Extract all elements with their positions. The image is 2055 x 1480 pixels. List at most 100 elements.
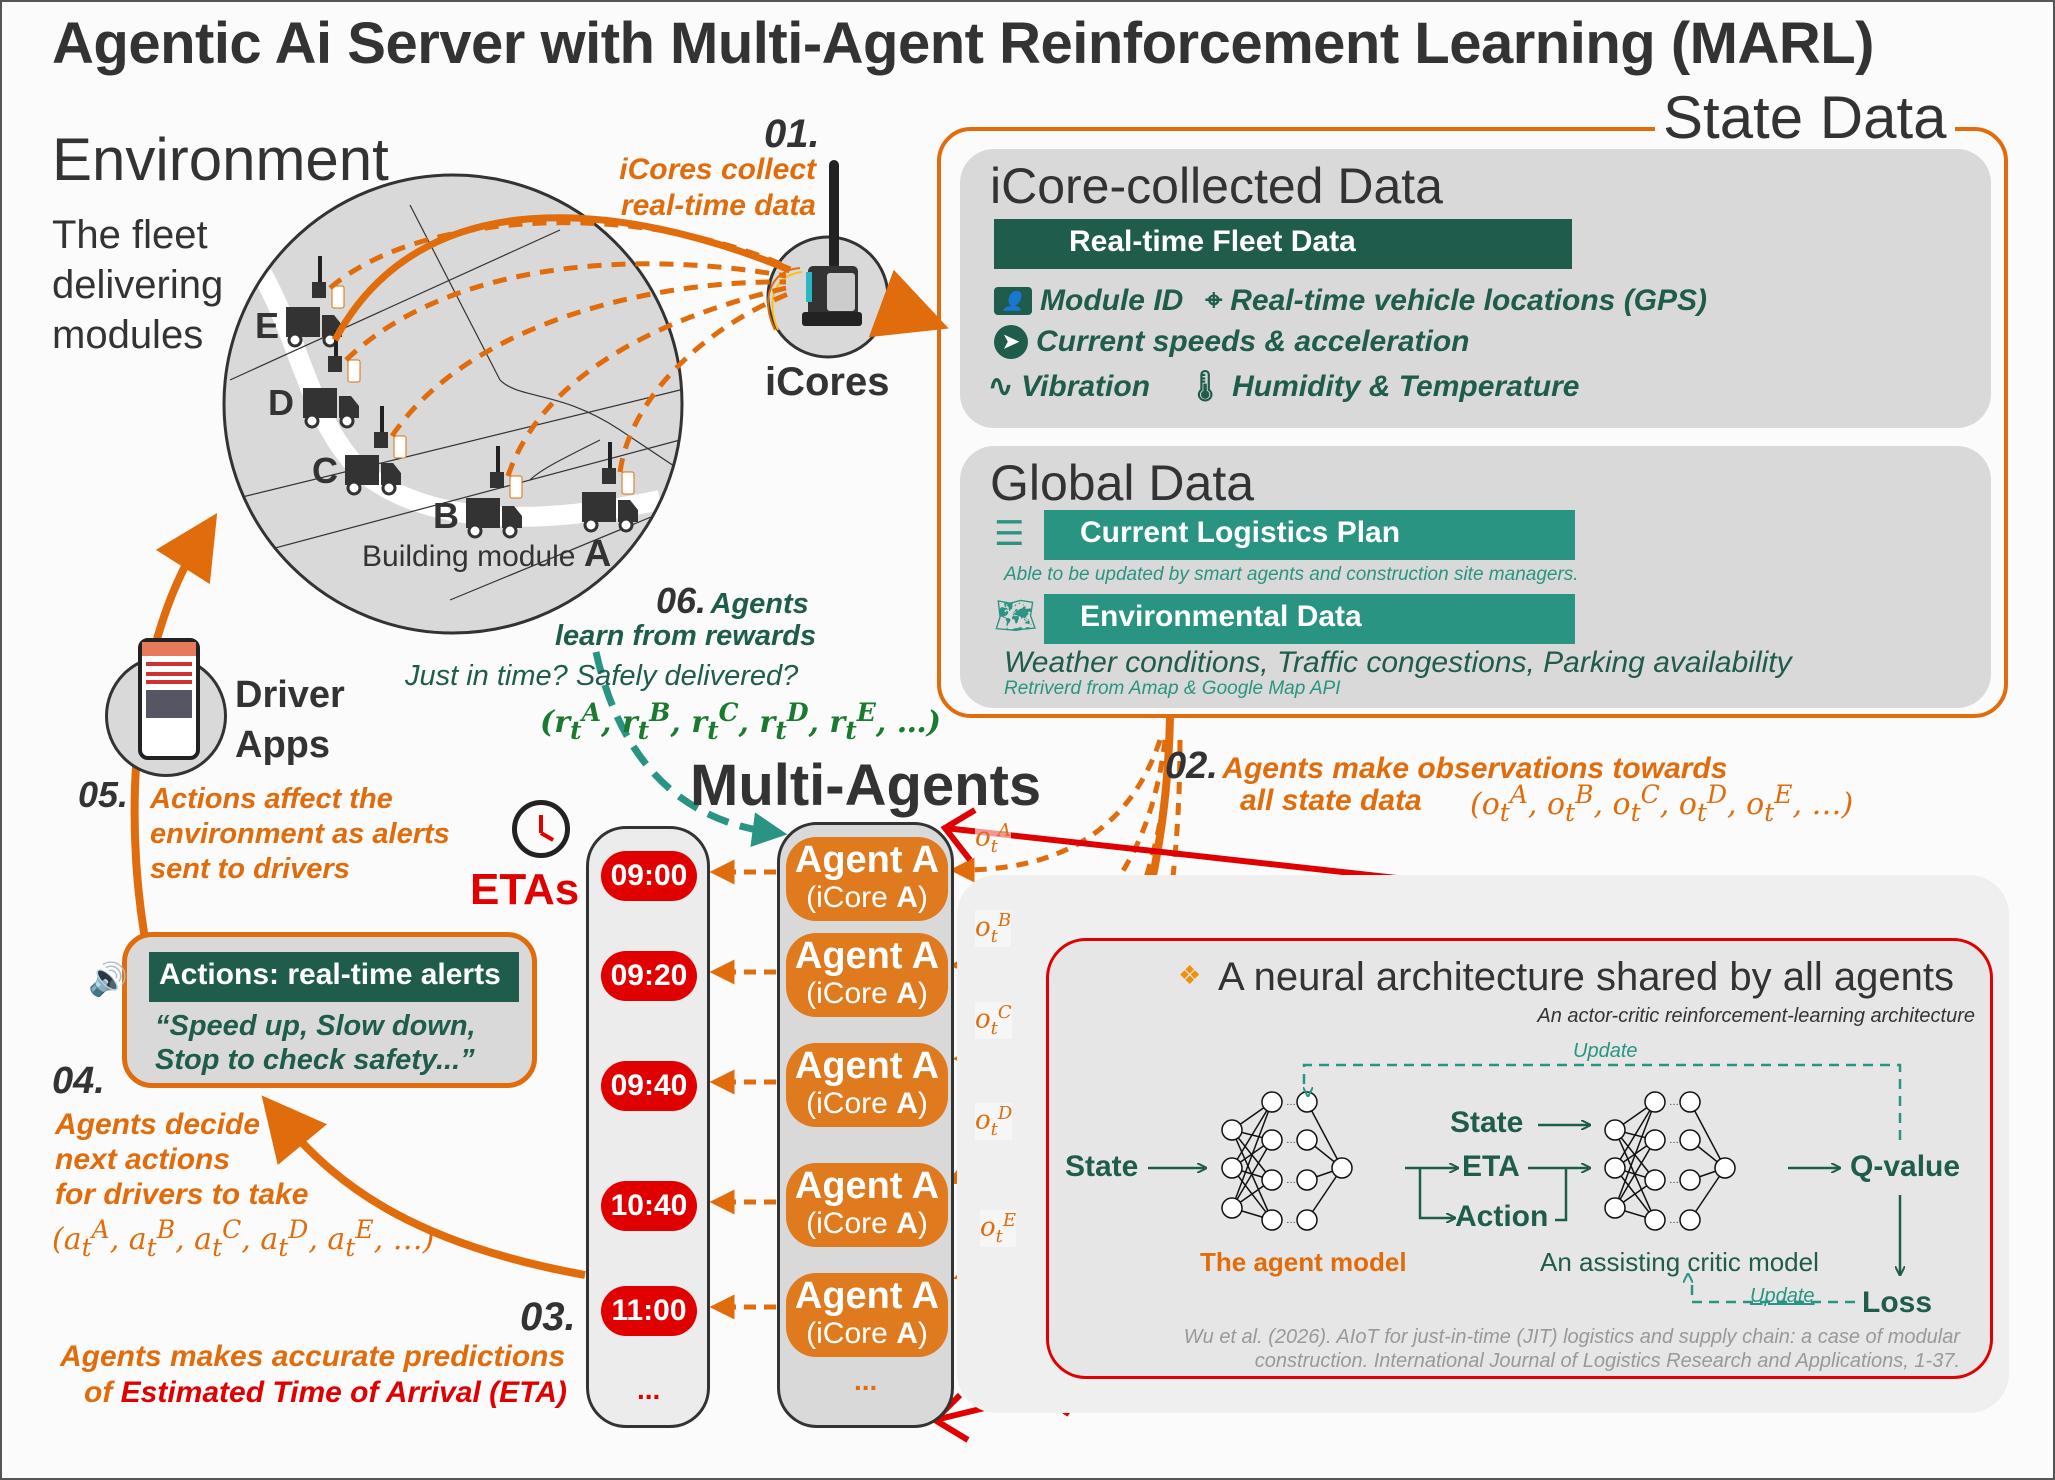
step-04-text: Agents decide next actions for drivers t… (55, 1107, 308, 1212)
nn-ellipsis: … (1669, 1097, 1679, 1108)
nn-edge (1231, 1101, 1273, 1169)
nn-ellipsis: … (1286, 1135, 1296, 1146)
update-agent-arrow (1302, 1063, 1902, 1140)
step-01-number: 01. (764, 112, 820, 156)
nn-ellipsis: … (1286, 1215, 1296, 1226)
observation-agent-id: A (997, 820, 1011, 841)
nn-node (1261, 1209, 1283, 1231)
environmental-data-text: Weather conditions, Traffic congestions,… (1004, 646, 1792, 679)
thermometer-icon: 🌡 (1186, 370, 1225, 403)
speedometer-icon: ➤ (994, 325, 1028, 359)
icores-to-state-arrow (868, 269, 949, 338)
actions-quote: “Speed up, Slow down, Stop to check safe… (155, 1009, 476, 1077)
agents-column: Agent A (iCore A) Agent A (iCore A) Agen… (777, 822, 954, 1428)
nn-node (1679, 1091, 1701, 1113)
global-data-box: Global Data ☰ Current Logistics Plan Abl… (960, 446, 1991, 708)
nn-node (1644, 1091, 1666, 1113)
actions-vector: (atA, atB, atC, atD, atE, …) (52, 1215, 435, 1262)
nn-node (1221, 1197, 1243, 1219)
state-data-label: State Data (1655, 88, 1955, 148)
nn-node (1296, 1169, 1318, 1191)
step-05-text: Actions affect the environment as alerts… (150, 782, 450, 887)
step-03-line-2: of Estimated Time of Arrival (ETA) (84, 1376, 567, 1410)
driver-apps-label: Driver Apps (235, 670, 345, 770)
icore-collected-data-box: iCore-collected Data Real-time Fleet Dat… (960, 149, 1991, 428)
observation-label: otB (975, 910, 1012, 947)
feature-vibration: ∿ Vibration 🌡 Humidity & Temperature (988, 369, 1579, 404)
location-pin-icon: ⌖ (1205, 284, 1223, 317)
brain-icon: ❖ (1178, 960, 1202, 990)
eta-links (709, 859, 776, 1320)
critic-model-label: An assisting critic model (1540, 1247, 1819, 1277)
logistics-plan-note: Able to be updated by smart agents and c… (1004, 564, 1579, 585)
agent-to-action-arrow (1418, 1168, 1455, 1218)
nn-node (1604, 1157, 1626, 1179)
neural-subtitle: An actor-critic reinforcement-learning a… (1537, 1005, 1975, 1027)
global-data-heading: Global Data (990, 455, 1255, 511)
feature-label: Module ID (1040, 284, 1184, 317)
agent-icore-id: A (896, 1317, 918, 1350)
truck-label-e: E (255, 305, 280, 346)
vibration-icon: ∿ (988, 370, 1014, 403)
neural-title: A neural architecture shared by all agen… (1218, 955, 1954, 999)
nn-node (1644, 1169, 1666, 1191)
observation-label: otC (975, 1002, 1012, 1039)
sliders-icon: ☰ (994, 515, 1025, 553)
agent-icore: (iCore A) (806, 1087, 928, 1120)
icore-collected-heading: iCore-collected Data (990, 158, 1443, 214)
trucks (286, 307, 638, 539)
loss-label: Loss (1862, 1286, 1933, 1319)
agent-icore-prefix: iCore (816, 881, 888, 914)
observation-label: otE (980, 1210, 1017, 1247)
nn-node (1261, 1091, 1283, 1113)
nn-ellipsis: … (1669, 1175, 1679, 1186)
step-01-line: real-time data (620, 189, 816, 222)
agent-name: Agent A (794, 1045, 940, 1087)
observation-agent-id: C (997, 1002, 1012, 1023)
nn-edge (1231, 1139, 1273, 1209)
eta-pill: 09:00 (601, 851, 697, 901)
icores-label: iCores (765, 360, 890, 404)
action-to-critic-line (1555, 1168, 1568, 1222)
step-05-line: sent to drivers (150, 853, 350, 885)
step-01-text: iCores collect real-time data (606, 152, 816, 224)
step-02-line-2: all state data (1240, 784, 1422, 817)
nn-node (1644, 1129, 1666, 1151)
nn-node (1644, 1209, 1666, 1231)
eta-pill: 11:00 (601, 1286, 697, 1336)
agent-icore-id: A (896, 1207, 918, 1240)
nn-node (1679, 1129, 1701, 1151)
observation-agent-id: D (997, 1103, 1013, 1124)
environmental-data-note: Retriverd from Amap & Google Map API (1004, 678, 1341, 699)
nn-node (1221, 1119, 1243, 1141)
agent-model-network-icon: … … … … (1221, 1091, 1353, 1231)
environmental-data-bar: Environmental Data (1044, 594, 1575, 644)
agent-icore-id: A (896, 881, 918, 914)
speaker-icon: 🔊 (88, 961, 128, 997)
observation-agent-id: B (997, 910, 1012, 931)
step-06-line-2: learn from rewards (555, 620, 817, 652)
agent-pill: Agent A (iCore A) (786, 1163, 948, 1247)
current-logistics-plan-bar: Current Logistics Plan (1044, 510, 1575, 560)
agent-icore-prefix: iCore (816, 1207, 888, 1240)
driver-apps-line: Apps (235, 724, 330, 766)
eta-column: 09:00 09:20 09:40 10:40 11:00 ... (586, 826, 710, 1428)
eta-pill: 09:20 (601, 951, 697, 1001)
nn-ellipsis: … (1286, 1097, 1296, 1108)
environment-heading: Environment (52, 126, 389, 193)
agent-name: Agent A (794, 839, 940, 881)
step-02-line: Agents make observations towards (1222, 752, 1728, 785)
nn-node (1296, 1091, 1318, 1113)
eta-ellipsis: ... (637, 1374, 661, 1405)
rewards-vector: (rtA, rtB, rtC, rtD, rtE, …) (540, 698, 941, 745)
agent-icore-prefix: iCore (816, 1087, 888, 1120)
nn-edge (1614, 1139, 1656, 1209)
agent-icore-prefix: iCore (816, 977, 888, 1010)
truck-d-icon (303, 388, 359, 429)
nn-ellipsis: … (1286, 1175, 1296, 1186)
step-06: 06. Agents (656, 580, 809, 622)
nn-edge (1614, 1101, 1656, 1169)
update-bottom-label: Update (1750, 1285, 1815, 1307)
nn-node (1604, 1197, 1626, 1219)
step-04-number: 04. (52, 1060, 105, 1102)
